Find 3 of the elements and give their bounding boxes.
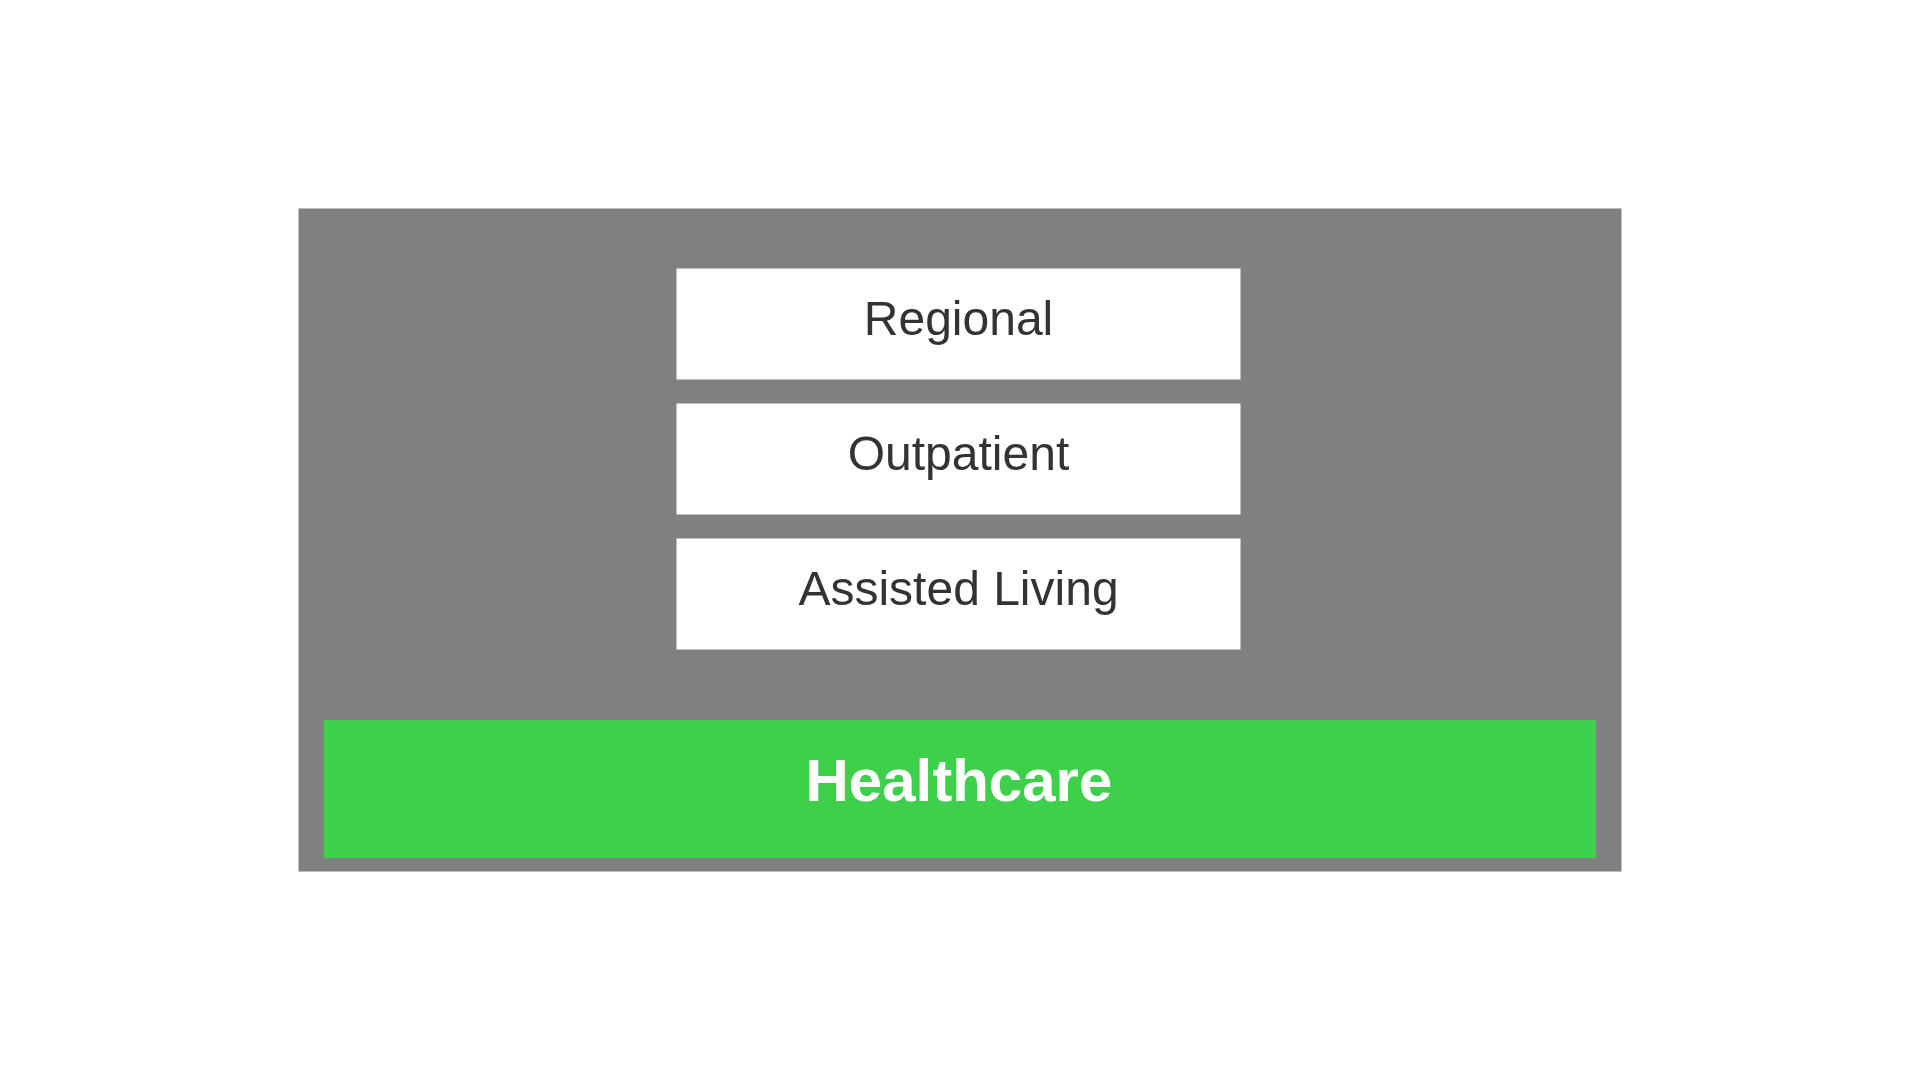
node-box: Assisted Living	[676, 538, 1241, 650]
node-box: Regional	[676, 268, 1241, 380]
node-box: Outpatient	[676, 403, 1241, 515]
